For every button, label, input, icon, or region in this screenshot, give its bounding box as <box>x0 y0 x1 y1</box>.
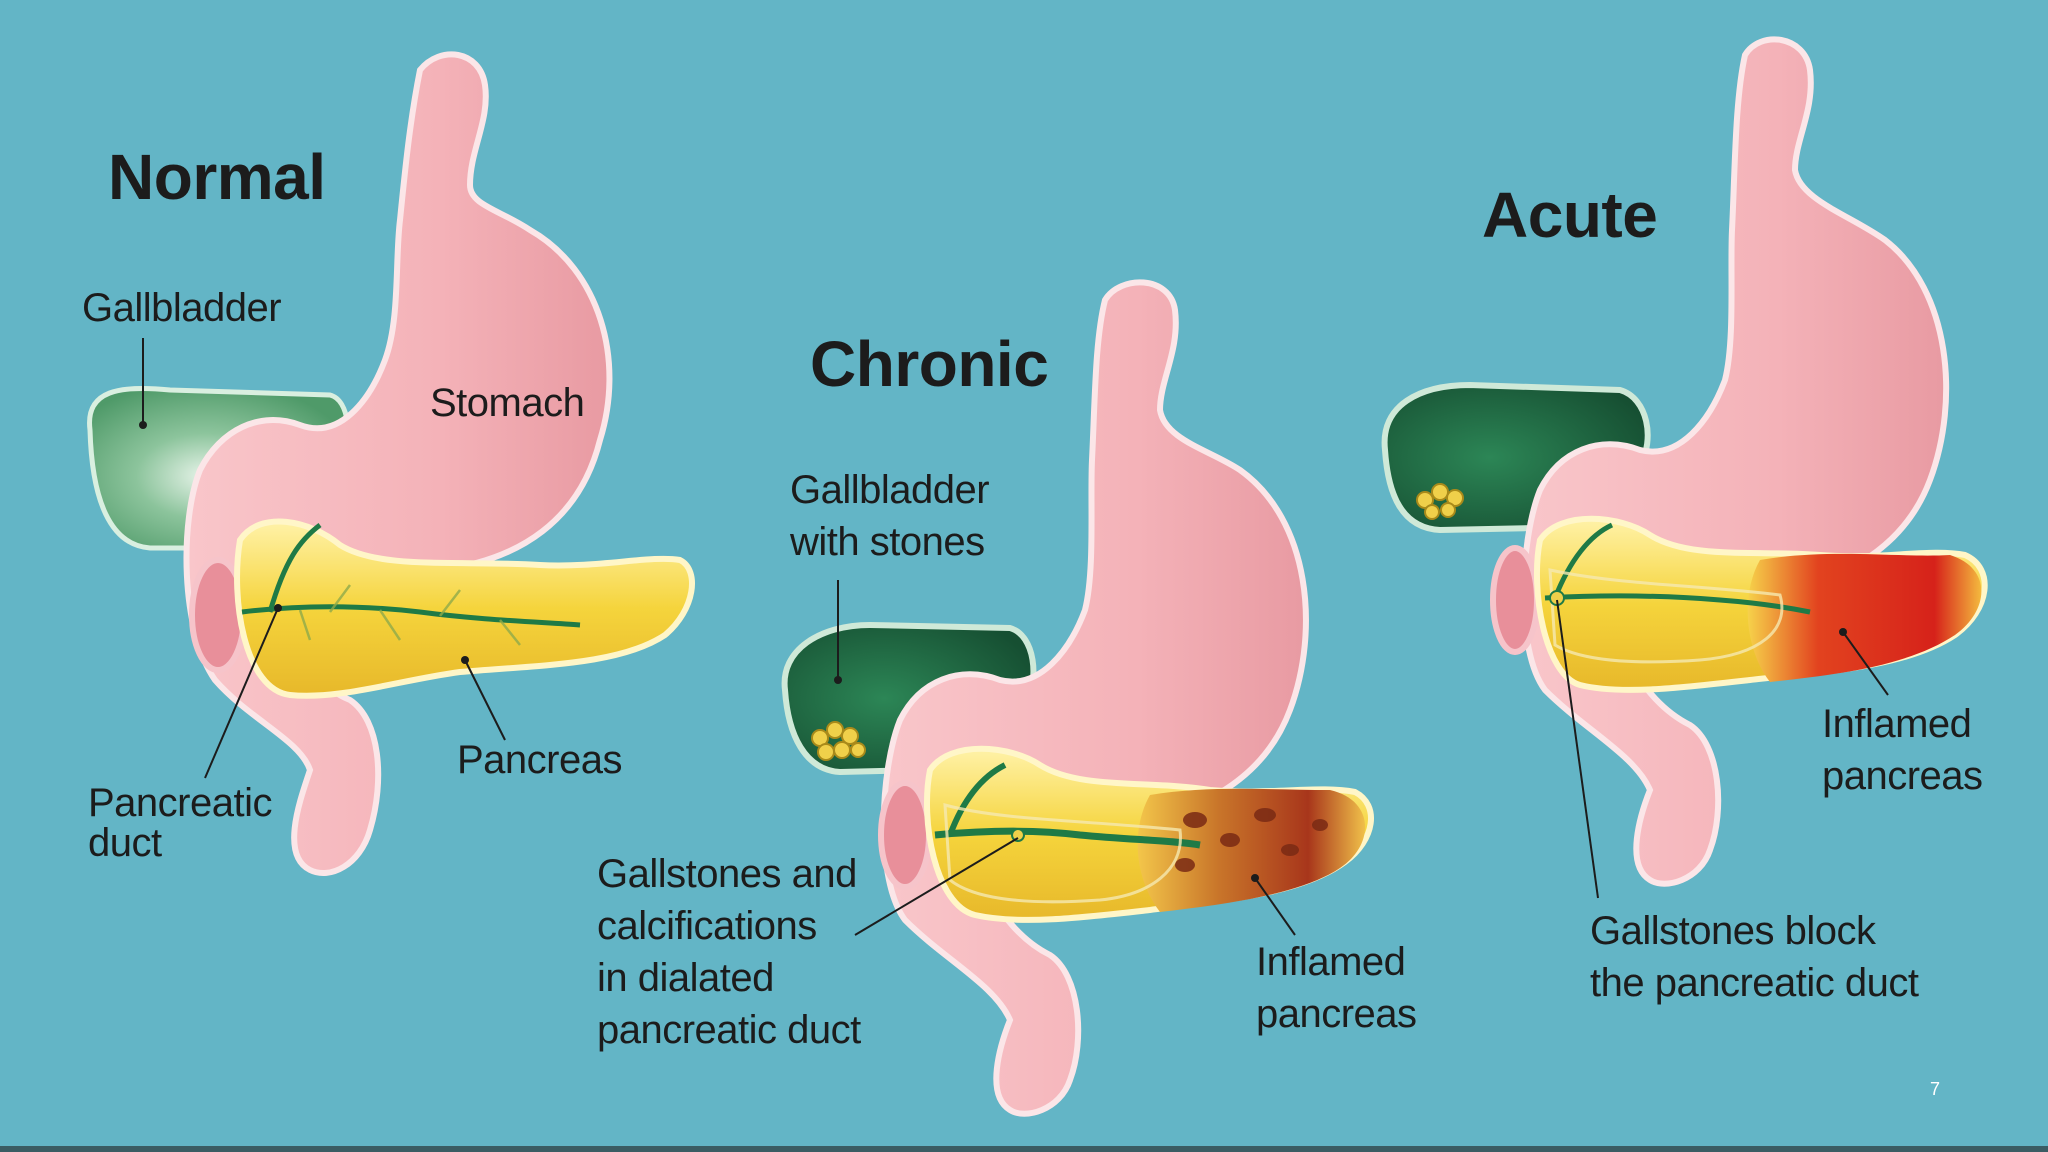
acute-pancreatic-duct <box>1544 593 1811 615</box>
acute-inflamed-tail <box>1747 553 1982 682</box>
normal-pancreas-label: Pancreas <box>457 738 622 782</box>
page-number: 7 <box>1929 1079 1940 1099</box>
chronic-gallstones <box>811 721 866 761</box>
acute-diagram <box>1381 36 1988 899</box>
normal-pancreas <box>234 518 695 699</box>
chronic-title: Chronic <box>810 328 1049 400</box>
normal-title: Normal <box>108 141 326 213</box>
acute-blocked-label: Gallstones block the pancreatic duct <box>1590 909 1919 1005</box>
chronic-duodenum <box>878 780 932 890</box>
chronic-pancreatic-duct <box>934 827 1201 849</box>
chronic-diagram <box>781 279 1374 1117</box>
normal-diagram <box>87 51 695 877</box>
normal-pancreatic-duct <box>241 604 581 628</box>
chronic-gallstones-label: Gallstones and calcifications in dialate… <box>597 852 861 1052</box>
chronic-inflamed-label: Inflamed pancreas <box>1256 940 1417 1036</box>
normal-duct-label: Pancreatic duct <box>88 781 272 865</box>
acute-inflamed-label: Inflamed pancreas <box>1822 702 1983 798</box>
normal-stomach-label: Stomach <box>430 381 585 425</box>
chronic-gallbladder-label: Gallbladder with stones <box>790 468 990 564</box>
acute-gallstones <box>1416 483 1464 520</box>
acute-duodenum <box>1490 545 1540 655</box>
slide-bottom-bar <box>0 1146 2048 1152</box>
normal-gallbladder-label: Gallbladder <box>82 286 282 330</box>
acute-title: Acute <box>1482 179 1658 251</box>
